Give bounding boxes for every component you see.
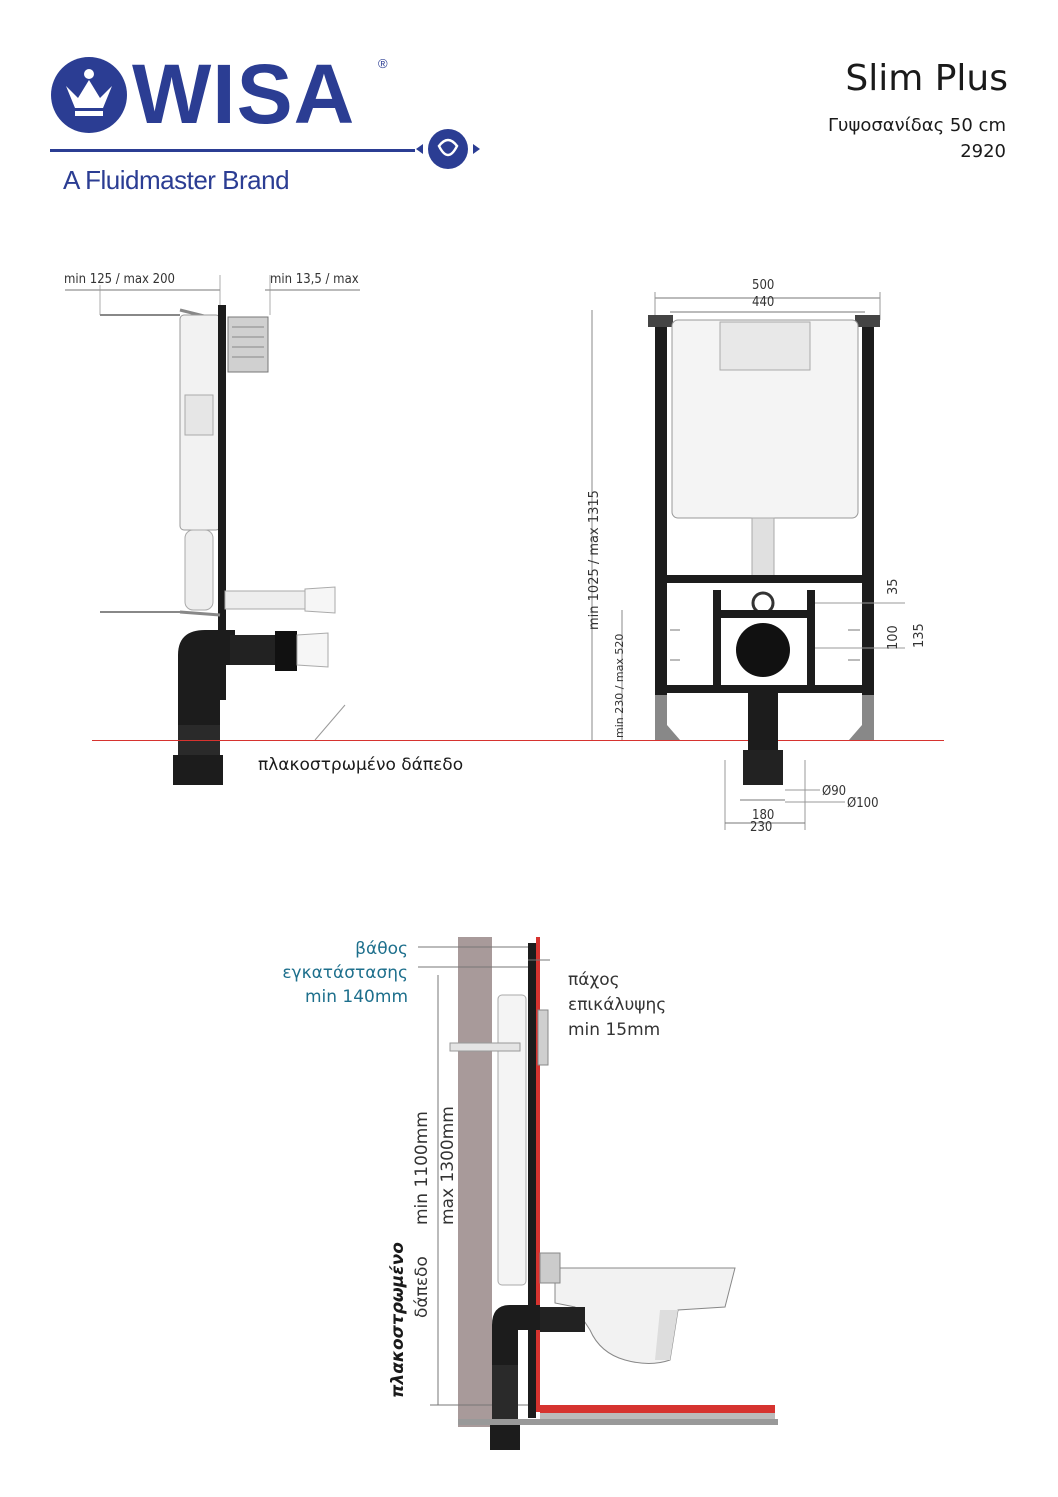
product-type: Γυψοσανίδας 50 cm: [828, 115, 1006, 136]
install-depth-label-2: εγκατάστασης: [282, 963, 408, 983]
front-dim-35: 35: [886, 578, 901, 595]
brand-wordmark: WISA: [132, 47, 356, 141]
side-floor-label: πλακοστρωμένο δάπεδο: [258, 755, 464, 775]
front-dim-floor-range: min 230 / max 520: [613, 633, 626, 738]
crown-badge-icon: [51, 57, 127, 133]
front-dim-d90: Ø90: [822, 784, 847, 799]
installation-drawing: [418, 937, 778, 1450]
install-height-min: min 1100mm: [412, 1111, 432, 1225]
brand-tagline: A Fluidmaster Brand: [63, 165, 290, 195]
install-cover-label-2: επικάλυψης: [568, 995, 667, 1015]
front-dim-180: 180: [752, 808, 775, 823]
install-depth-label-1: βάθος: [355, 939, 408, 959]
install-depth-label-3: min 140mm: [304, 987, 408, 1007]
side-dim-left: min 125 / max 200: [64, 272, 175, 287]
install-height-max: max 1300mm: [438, 1106, 458, 1225]
front-dim-100: 100: [886, 625, 901, 650]
product-name: Slim Plus: [845, 58, 1008, 99]
fluidmaster-emblem-icon: [416, 129, 480, 169]
side-dim-right: min 13,5 / max: [270, 272, 359, 287]
front-dim-440: 440: [752, 295, 775, 310]
front-dim-230: 230: [750, 820, 773, 835]
front-dim-height-range: min 1025 / max 1315: [587, 490, 602, 630]
front-view-drawing: [591, 292, 905, 830]
brand-logo: WISA ® A Fluidmaster Brand: [50, 52, 490, 202]
install-floor-label-2: δάπεδο: [412, 1256, 432, 1318]
product-code: 2920: [960, 141, 1006, 162]
install-cover-label-3: min 15mm: [568, 1020, 661, 1040]
front-dim-500: 500: [752, 278, 775, 293]
brand-underline: [50, 149, 415, 152]
registered-mark: ®: [378, 56, 388, 71]
front-dim-d100: Ø100: [847, 796, 879, 811]
install-floor-label-1: πλακοστρωμένο: [388, 1242, 408, 1398]
install-cover-label-1: πάχος: [568, 970, 620, 990]
front-dim-135: 135: [912, 623, 927, 648]
side-view-drawing: [65, 275, 360, 785]
floor-line: [92, 740, 944, 741]
